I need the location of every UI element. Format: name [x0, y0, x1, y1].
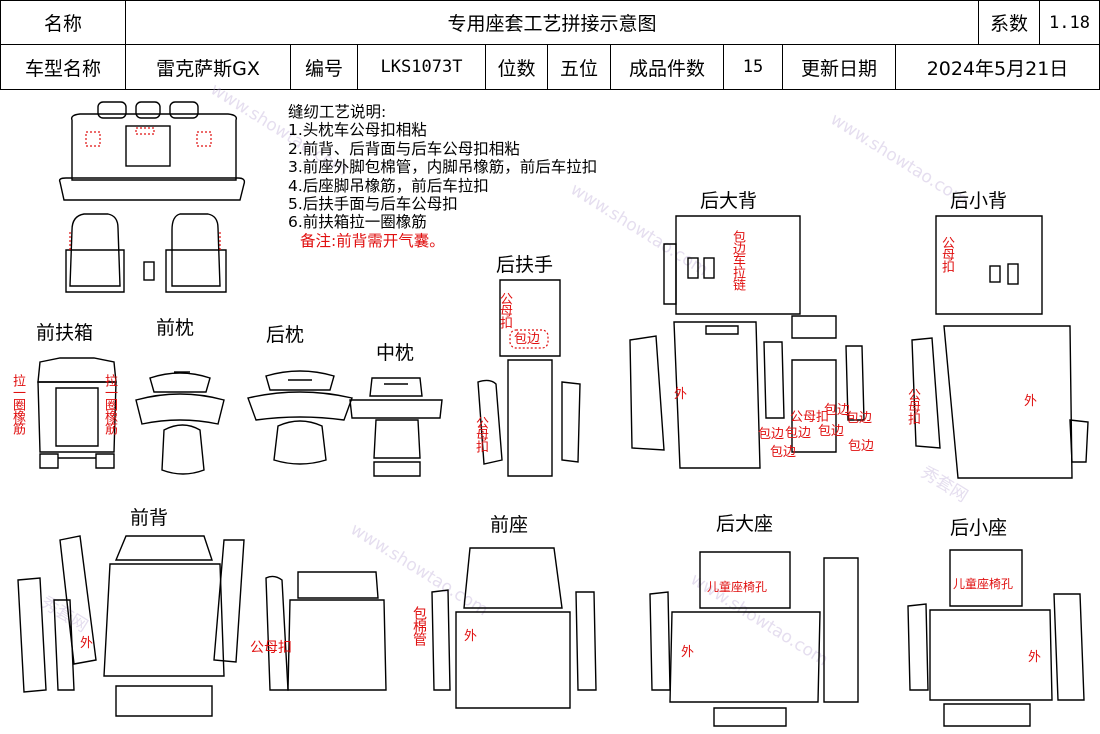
- seat-overview-icon: [58, 101, 246, 293]
- annotation-binding: 包边: [514, 332, 541, 347]
- notes-item: 5.后扶手面与后车公母扣: [288, 195, 458, 214]
- section-label-front-headrest: 前枕: [156, 317, 195, 339]
- name-label: 名称: [43, 13, 82, 35]
- date-value: 2024年5月21日: [926, 57, 1069, 80]
- annotation-snap: 公母扣: [473, 416, 488, 452]
- notes-item: 2.前背、后背面与后车公母扣相粘: [288, 139, 520, 158]
- annotation-foam-tube: 包棉管: [411, 606, 427, 645]
- sewing-notes: 缝纫工艺说明: 1.头枕车公母扣相粘 2.前背、后背面与后车公母扣相粘 3.前座…: [288, 103, 597, 250]
- front-armrest-box-pieces: [37, 357, 117, 469]
- section-label-rear-small-seat: 后小座: [950, 517, 1008, 539]
- annotation-snap: 公母扣: [905, 388, 920, 424]
- front-headrest-pieces: [135, 371, 225, 475]
- annotation-binding: 包边: [824, 403, 851, 418]
- annotation-binding: 包边: [846, 411, 873, 426]
- front-seat-pieces: [287, 547, 597, 709]
- annotation-child-seat-hole: 儿童座椅孔: [707, 580, 768, 594]
- annotation-binding: 包边: [848, 439, 875, 454]
- pieces-value: 15: [742, 57, 764, 77]
- notes-item: 6.前扶箱拉一圈橡筋: [288, 213, 427, 232]
- section-label-front-armrest-box: 前扶箱: [36, 322, 94, 344]
- notes-remark: 备注:前背需开气囊。: [300, 231, 445, 250]
- coef-value: 1.18: [1049, 12, 1090, 33]
- annotation-pull-elastic: 拉一圈橡筋: [102, 374, 117, 434]
- section-label-rear-big-seat: 后大座: [716, 513, 774, 535]
- annotation-child-seat-hole: 儿童座椅孔: [953, 577, 1014, 591]
- annotation-outer: 外: [464, 629, 478, 644]
- section-label-rear-armrest: 后扶手: [496, 254, 554, 276]
- coef-label: 系数: [989, 13, 1028, 35]
- annotation-outer: 外: [681, 645, 695, 660]
- annotation-binding: 包边: [758, 427, 785, 442]
- code-label: 编号: [304, 57, 343, 80]
- annotation-outer: 外: [1028, 650, 1042, 665]
- date-label: 更新日期: [800, 57, 877, 80]
- section-label-rear-small-back: 后小背: [950, 190, 1008, 212]
- rear-armrest-pieces: [477, 279, 581, 477]
- section-label-middle-headrest: 中枕: [376, 342, 415, 364]
- annotation-snap: 公母扣: [790, 410, 830, 425]
- notes-item: 3.前座外脚包棉管，内脚吊橡筋，前后车拉扣: [288, 158, 598, 177]
- section-label-rear-big-back: 后大背: [700, 190, 758, 212]
- model-value: 雷克萨斯GX: [156, 57, 260, 80]
- front-back-pieces: [17, 535, 289, 717]
- pieces-label: 成品件数: [628, 57, 705, 80]
- annotation-outer: 外: [80, 636, 94, 651]
- doc-title: 专用座套工艺拼接示意图: [447, 13, 657, 35]
- rear-small-seat-pieces: [907, 549, 1085, 727]
- annotation-binding: 包边: [770, 445, 797, 460]
- notes-item: 4.后座脚吊橡筋，前后车拉扣: [288, 176, 489, 195]
- section-label-rear-headrest: 后枕: [266, 324, 305, 346]
- rear-big-back-pieces: [629, 215, 865, 469]
- annotation-pull-elastic: 拉一圈橡筋: [10, 374, 25, 434]
- section-label-front-seat: 前座: [490, 514, 529, 536]
- annotation-outer: 外: [1024, 394, 1038, 409]
- annotation-binding-zipper: 包边车拉链: [730, 230, 745, 290]
- seats-value: 五位: [559, 57, 598, 80]
- annotation-snap: 公母扣: [497, 292, 512, 328]
- annotation-snap: 公母扣: [250, 640, 292, 656]
- seats-label: 位数: [497, 57, 536, 80]
- annotation-binding: 包边: [818, 424, 845, 439]
- rear-small-back-pieces: [911, 215, 1089, 479]
- model-label: 车型名称: [24, 57, 101, 80]
- notes-item: 1.头枕车公母扣相粘: [288, 121, 427, 140]
- code-value: LKS1073T: [380, 57, 463, 77]
- middle-headrest-pieces: [349, 377, 443, 477]
- annotation-binding: 包边: [785, 426, 812, 441]
- notes-heading: 缝纫工艺说明:: [288, 103, 387, 121]
- rear-big-seat-pieces: [649, 551, 859, 727]
- section-label-front-back: 前背: [130, 507, 169, 529]
- rear-headrest-pieces: [247, 370, 353, 465]
- annotation-snap: 公母扣: [939, 236, 954, 272]
- annotation-outer: 外: [674, 387, 688, 402]
